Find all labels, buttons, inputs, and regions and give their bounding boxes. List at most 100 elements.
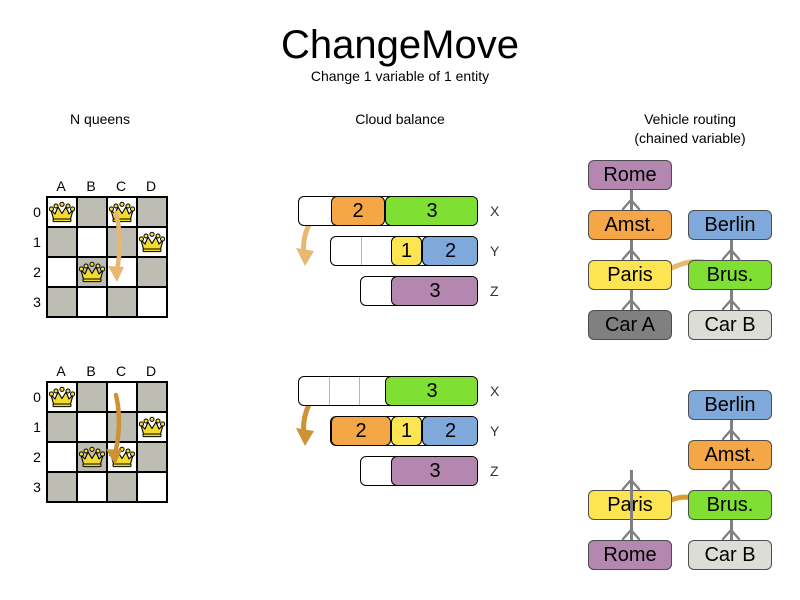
cell-border	[107, 412, 137, 442]
cell-border	[77, 227, 107, 257]
board-cell-c2[interactable]	[107, 257, 137, 287]
cell-border	[107, 227, 137, 257]
route-arrowhead-icon	[621, 248, 641, 260]
queen-icon	[48, 201, 76, 223]
route-node-brus[interactable]: Brus.	[688, 490, 772, 520]
queen-piece-b2[interactable]	[78, 261, 106, 283]
board-cell-a1[interactable]	[47, 412, 77, 442]
queen-piece-a0[interactable]	[48, 201, 76, 223]
board-cell-c3[interactable]	[107, 472, 137, 502]
cloud-process-x-1[interactable]: 2	[331, 197, 385, 225]
board-cell-c3[interactable]	[107, 287, 137, 317]
board-cell-d2[interactable]	[137, 257, 167, 287]
board-cell-c1[interactable]	[107, 412, 137, 442]
cell-border	[137, 227, 167, 257]
route-node-cara[interactable]: Car A	[588, 310, 672, 340]
route-node-amst[interactable]: Amst.	[588, 210, 672, 240]
cloud-computer-label-z: Z	[490, 283, 499, 299]
route-node-rome[interactable]: Rome	[588, 540, 672, 570]
cloud-process-y-2[interactable]: 1	[391, 237, 422, 265]
board-cell-b3[interactable]	[77, 287, 107, 317]
cloud-process-x-3[interactable]: 3	[385, 377, 477, 405]
cell-border	[77, 287, 107, 317]
board-cell-d2[interactable]	[137, 442, 167, 472]
board-cell-a3[interactable]	[47, 472, 77, 502]
route-node-brus[interactable]: Brus.	[688, 260, 772, 290]
board-cell-b1[interactable]	[77, 412, 107, 442]
board-cell-b3[interactable]	[77, 472, 107, 502]
cloud-process-y-3[interactable]: 2	[422, 237, 477, 265]
queen-icon	[48, 386, 76, 408]
queen-piece-b2[interactable]	[78, 446, 106, 468]
cloud-bar-z[interactable]: 3	[360, 456, 478, 486]
route-arrowhead-icon	[721, 478, 741, 490]
cell-border	[47, 382, 77, 412]
cloud-bar-x[interactable]: 3	[298, 376, 478, 406]
route-arrowhead-icon	[721, 248, 741, 260]
queen-icon	[78, 446, 106, 468]
route-node-berlin[interactable]: Berlin	[688, 210, 772, 240]
cell-border	[77, 257, 107, 287]
cell-border	[107, 197, 137, 227]
queen-piece-a0[interactable]	[48, 386, 76, 408]
cell-border	[77, 197, 107, 227]
queen-piece-d1[interactable]	[138, 416, 166, 438]
board-cell-a3[interactable]	[47, 287, 77, 317]
file-label-a: A	[56, 178, 66, 194]
rank-label-0: 0	[33, 204, 41, 220]
cell-border	[107, 472, 137, 502]
cell-border	[107, 287, 137, 317]
route-node-paris[interactable]: Paris	[588, 260, 672, 290]
rank-label-1: 1	[33, 419, 41, 435]
board-cell-a1[interactable]	[47, 227, 77, 257]
board-cell-a2[interactable]	[47, 442, 77, 472]
route-node-berlin[interactable]: Berlin	[688, 390, 772, 420]
board-cell-b0[interactable]	[77, 382, 107, 412]
board-cell-b0[interactable]	[77, 197, 107, 227]
board-cell-d0[interactable]	[137, 382, 167, 412]
section-heading-cloud-balance: Cloud balance	[355, 111, 445, 127]
cloud-process-x-2[interactable]: 3	[385, 197, 477, 225]
cloud-bar-divider	[361, 237, 362, 265]
cloud-process-y-0[interactable]: 2	[331, 417, 391, 445]
route-node-carb[interactable]: Car B	[688, 540, 772, 570]
queen-piece-d1[interactable]	[138, 231, 166, 253]
cell-border	[47, 197, 77, 227]
queen-icon	[138, 416, 166, 438]
board-cell-c0[interactable]	[107, 382, 137, 412]
cloud-process-z-1[interactable]: 3	[391, 277, 477, 305]
route-node-amst[interactable]: Amst.	[688, 440, 772, 470]
board-cell-d0[interactable]	[137, 197, 167, 227]
board-cell-d3[interactable]	[137, 472, 167, 502]
rank-label-3: 3	[33, 294, 41, 310]
file-label-d: D	[145, 363, 157, 379]
cell-border	[137, 412, 167, 442]
route-node-rome[interactable]: Rome	[588, 160, 672, 190]
board-cell-a2[interactable]	[47, 257, 77, 287]
route-node-carb[interactable]: Car B	[688, 310, 772, 340]
cell-border	[47, 287, 77, 317]
cloud-process-y-2[interactable]: 2	[422, 417, 477, 445]
cloud-computer-label-z: Z	[490, 463, 499, 479]
chess-grid	[46, 381, 168, 503]
section-heading-n-queens: N queens	[70, 111, 130, 127]
queen-piece-c0[interactable]	[108, 201, 136, 223]
rank-label-3: 3	[33, 479, 41, 495]
queen-piece-c2[interactable]	[108, 446, 136, 468]
cloud-bar-z[interactable]: 3	[360, 276, 478, 306]
board-cell-b1[interactable]	[77, 227, 107, 257]
section-heading-vehicle-routing: Vehicle routing (chained variable)	[595, 110, 785, 148]
cloud-process-z-1[interactable]: 3	[391, 457, 477, 485]
board-cell-c1[interactable]	[107, 227, 137, 257]
board-cell-d3[interactable]	[137, 287, 167, 317]
cloud-bar-divider	[359, 377, 360, 405]
cell-border	[77, 412, 107, 442]
cloud-process-y-1[interactable]: 1	[391, 417, 422, 445]
